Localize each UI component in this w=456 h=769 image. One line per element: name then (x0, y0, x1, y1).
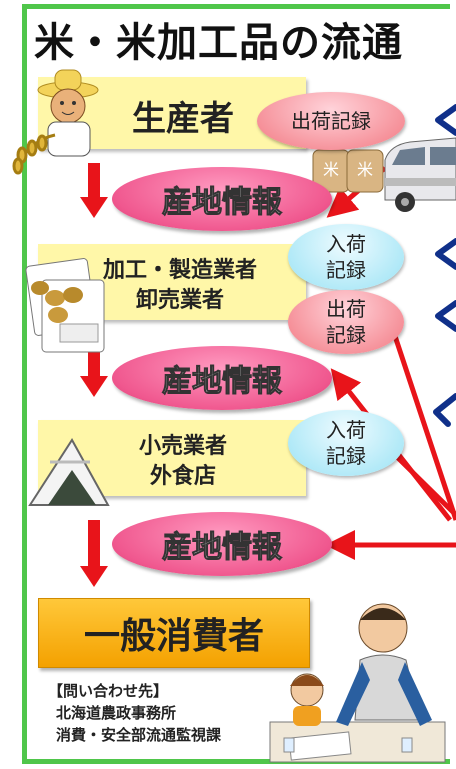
contact-department: 消費・安全部流通監視課 (56, 726, 222, 744)
contact-info: 【問い合わせ先】 北海道農政事務所 消費・安全部流通監視課 (48, 680, 221, 746)
receiving-record-2-label: 入荷記録 (326, 417, 366, 469)
stage-processor-label-1: 加工・製造業者 (102, 258, 257, 283)
rice-icon (12, 133, 56, 175)
shipping-record-1-label: 出荷記録 (291, 109, 371, 133)
blue-arrows (433, 104, 456, 427)
receiving-record-2-line1: 入荷 (326, 418, 366, 442)
receiving-record-2: 入荷記録 (288, 410, 404, 476)
receiving-record-1-line1: 入荷 (326, 232, 366, 256)
page-title: 米・米加工品の流通 (34, 20, 403, 66)
rice-bag-label-2: 米 (357, 160, 373, 179)
shipping-record-2: 出荷記録 (288, 290, 404, 354)
receiving-record-1-line2: 記録 (326, 258, 366, 282)
stage-retailer-label-2: 外食店 (149, 464, 216, 489)
contact-office: 北海道農政事務所 (56, 704, 177, 722)
diagram-frame (22, 4, 450, 764)
flow-arrow-3 (80, 520, 108, 587)
flow-arrow-1 (80, 163, 108, 218)
stage-retailer-label-1: 小売業者 (138, 434, 227, 459)
shipping-record-2-label: 出荷記録 (326, 296, 366, 348)
contact-heading: 【問い合わせ先】 (48, 682, 169, 700)
stage-consumer: 一般消費者 (38, 598, 310, 668)
origin-info-2: 産地情報 (112, 346, 332, 410)
stage-producer-label: 生産者 (132, 99, 234, 139)
rice-bag-label-1: 米 (323, 160, 339, 179)
receiving-record-1: 入荷記録 (288, 224, 404, 290)
stage-processor: 加工・製造業者 卸売業者 (38, 244, 306, 320)
receiving-record-2-line2: 記録 (326, 444, 366, 468)
flow-arrow-2 (80, 350, 108, 397)
consumer-family-icon (269, 603, 446, 763)
receiving-record-1-label: 入荷記録 (326, 231, 366, 283)
potato-snack-icon (25, 258, 105, 353)
onigiri-icon (28, 438, 110, 506)
origin-info-1: 産地情報 (112, 167, 332, 231)
shipping-record-2-line1: 出荷 (326, 297, 366, 321)
shipping-record-1: 出荷記録 (257, 92, 405, 150)
farmer-icon (37, 69, 99, 157)
shipping-record-2-line2: 記録 (326, 323, 366, 347)
stage-processor-label-2: 卸売業者 (135, 288, 224, 313)
truck-icon (384, 137, 456, 212)
rice-bag-icon: 米 米 (312, 149, 384, 193)
origin-info-3: 産地情報 (112, 512, 332, 576)
